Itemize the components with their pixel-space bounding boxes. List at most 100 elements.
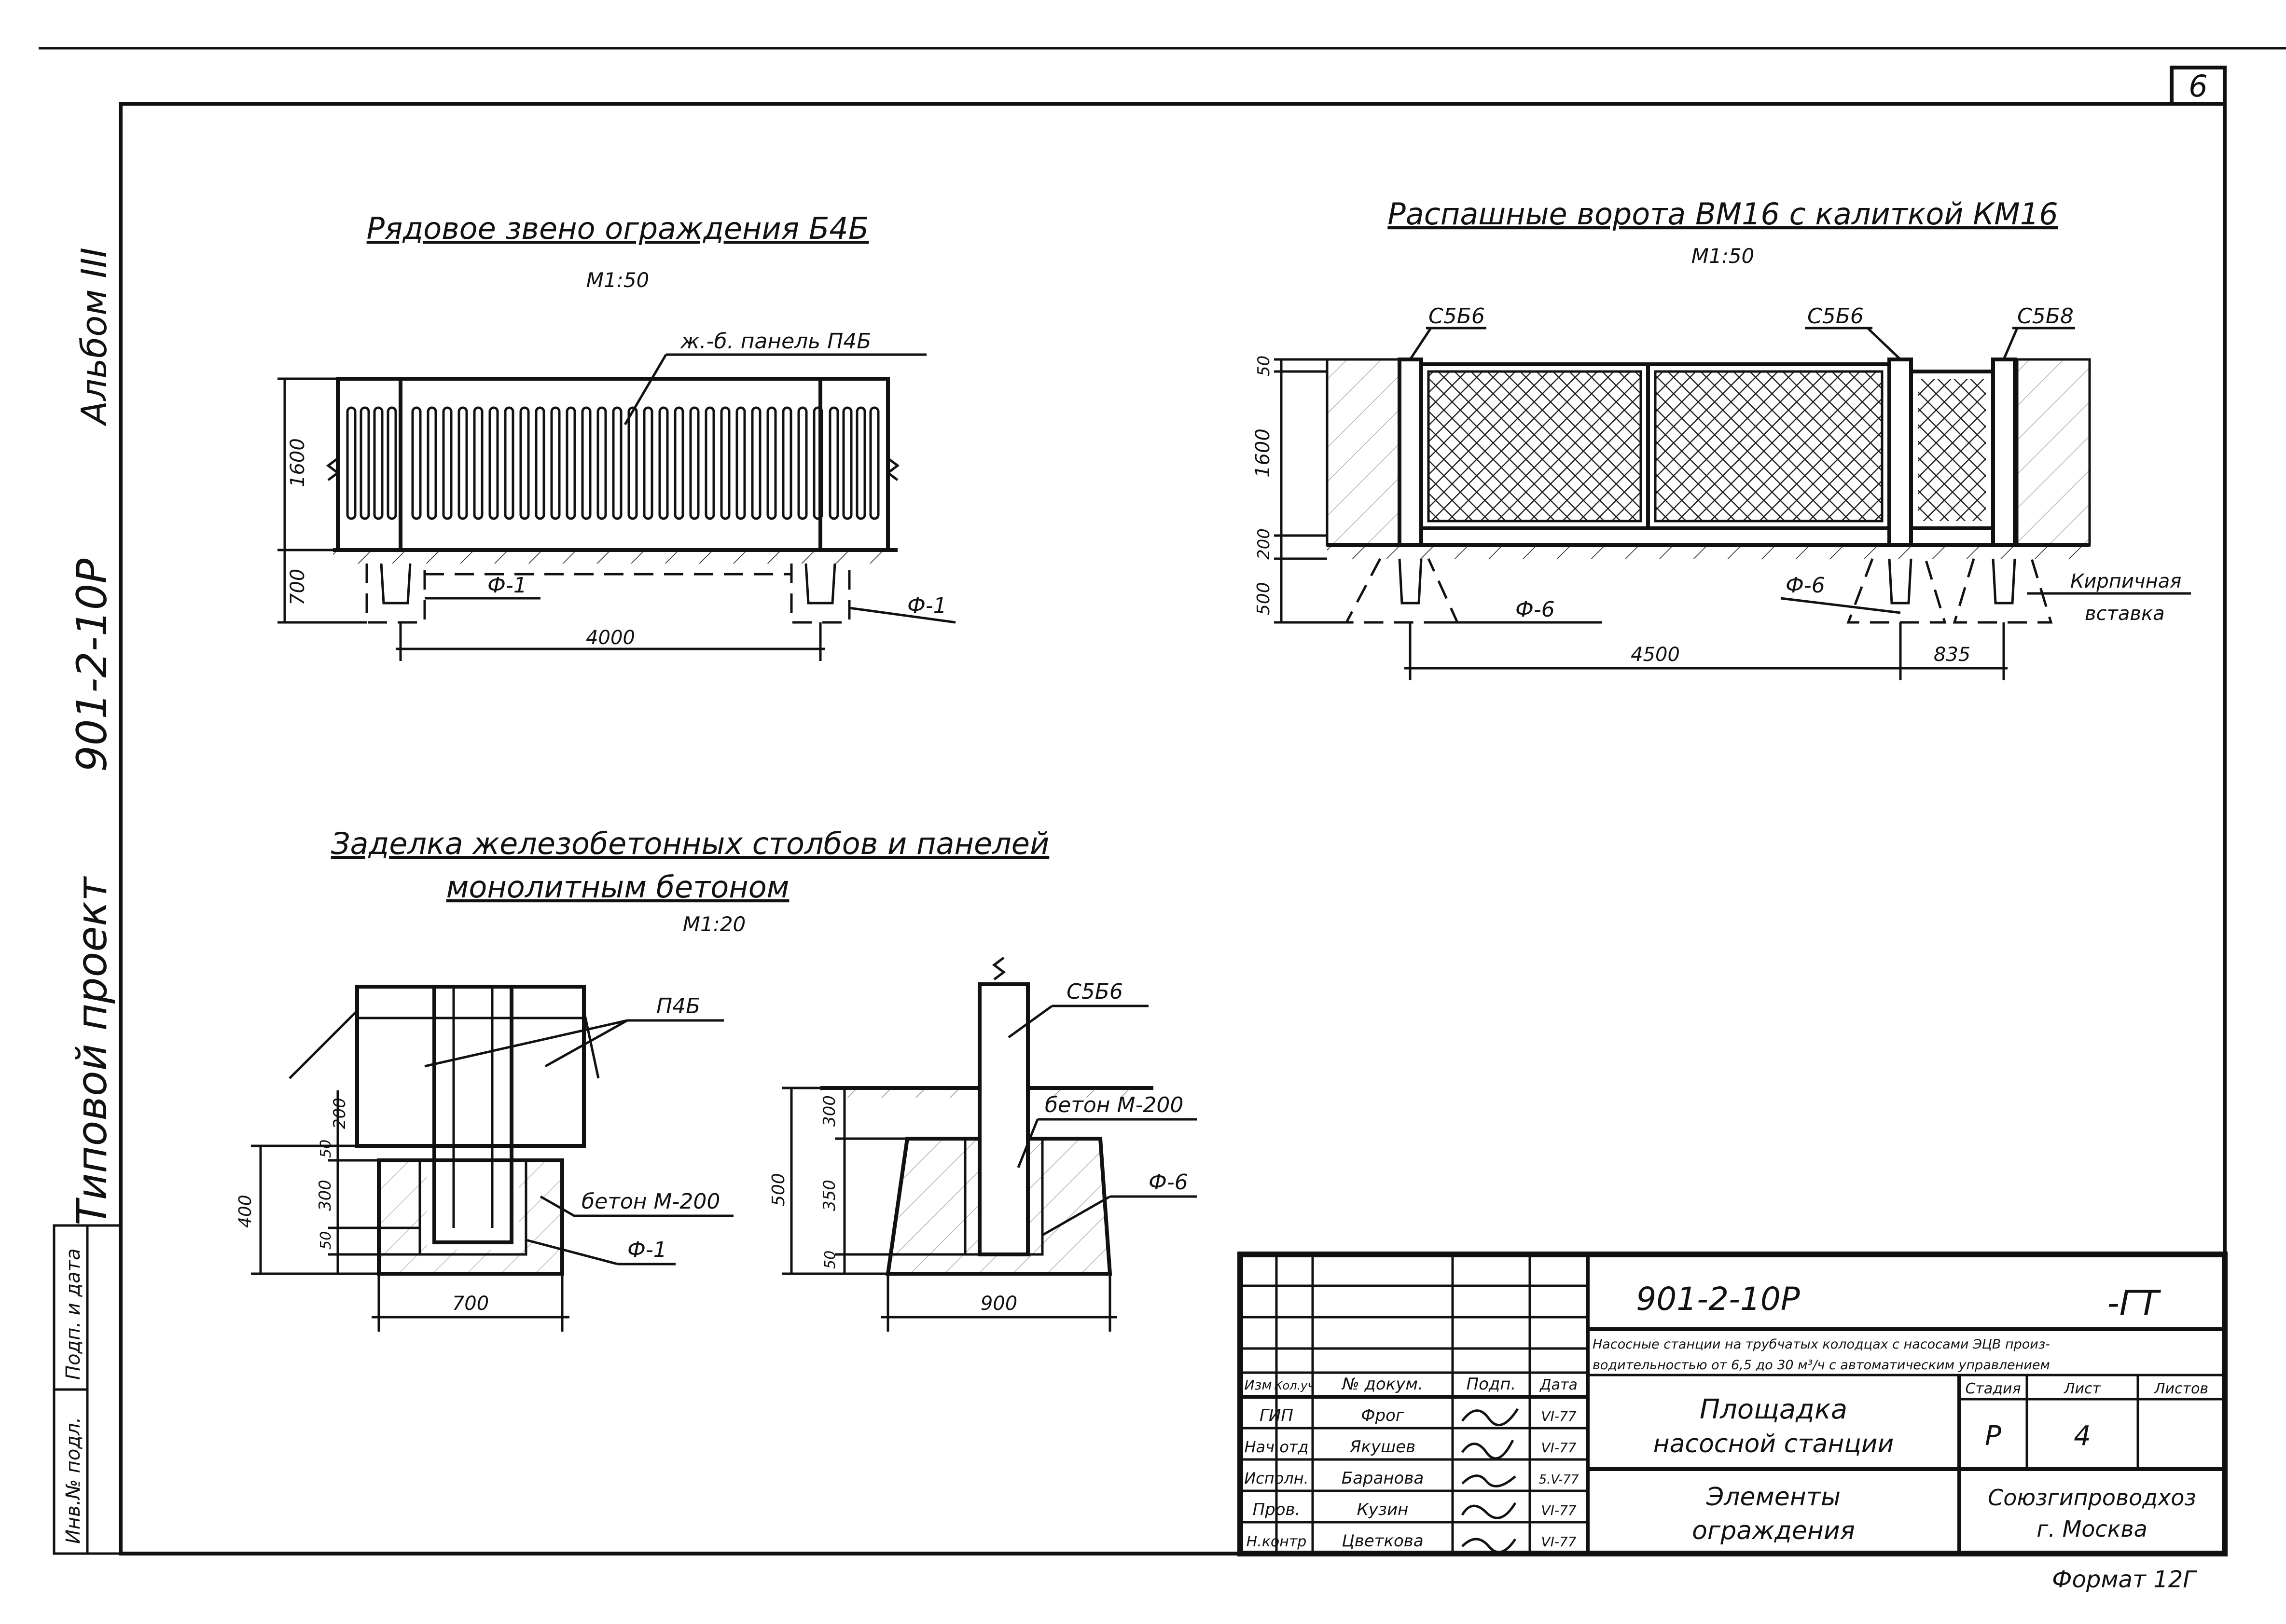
tb-code: 901-2-10Р [1636,1280,1800,1318]
panel-slot [689,406,700,520]
format-note: Формат 12Г [2052,1566,2197,1593]
tb-role-3: Исполн. [1244,1469,1309,1487]
gate-post-label-2: С5Б6 [1807,304,1864,329]
panel-slot [373,406,384,520]
emb-left-concrete: бетон М-200 [582,1189,720,1214]
gate-dim-wicket: 835 [1934,644,1970,666]
tb-sheet-title-2: ограждения [1692,1516,1855,1545]
embedding-title-2: монолитным бетоном [446,869,790,905]
tb-header-kol: Кол.уч [1274,1379,1314,1392]
gate-dim-top: 50 [1254,356,1274,376]
tb-stage: Р [1985,1420,2001,1452]
margin-box-sign-date: Подп. и дата [62,1249,84,1380]
tb-date-5: VI-77 [1541,1534,1576,1550]
emb-left-dim-total: 400 [236,1195,255,1228]
emb-right-dim-a: 300 [820,1095,839,1127]
emb-left-dim-d: 50 [318,1231,334,1250]
tb-header-doc: № докум. [1341,1375,1423,1394]
embedding-left-detail: 200 50 300 50 400 700 П4Б бетон М-200 Ф-… [236,985,734,1332]
emb-right-concrete: бетон М-200 [1045,1093,1183,1117]
emb-right-dim-width: 900 [981,1293,1017,1315]
gate-post-label-1: С5Б6 [1428,304,1485,329]
panel-slot [612,406,623,520]
panel-slot [797,406,808,520]
gate-scale: М1:50 [1691,244,1755,268]
tb-role-2: Нач.отд [1244,1438,1308,1456]
tb-name-5: Цветкова [1342,1531,1423,1551]
tb-signature-3 [1461,1474,1516,1487]
tb-role-5: Н.контр [1247,1533,1307,1550]
gate-callout-foot-a: Ф-6 [1515,597,1555,622]
panel-slot [869,406,880,520]
typical-project-label: Типовой проект [68,876,116,1225]
panel-slot [674,406,684,520]
margin-strip: Альбом III 901-2-10Р Типовой проект Подп… [53,248,122,1555]
emb-right-dim-c: 50 [822,1251,839,1269]
panel-slot [504,406,514,520]
embedding-scale: М1:20 [683,912,746,936]
panel-slot [473,406,484,520]
tb-header-izm: Изм [1245,1377,1272,1393]
emb-left-panel: П4Б [656,994,700,1018]
gate-callout-brick-1: Кирпичная [2070,570,2181,592]
emb-left-dim-b: 50 [318,1140,334,1158]
fence-callout-foot-right: Ф-1 [907,593,947,618]
tb-sheets-label: Листов [2154,1380,2208,1397]
panel-slot [566,406,576,520]
tb-date-2: VI-77 [1541,1440,1576,1456]
tb-date-1: VI-77 [1541,1408,1576,1424]
project-code-vertical: 901-2-10Р [68,559,116,772]
emb-left-foot: Ф-1 [627,1238,667,1262]
tb-stage-label: Стадия [1965,1380,2021,1397]
tb-signature-4 [1461,1502,1517,1519]
tb-signatures [1461,1408,1519,1554]
panel-slot [842,406,853,520]
sheet-number: 6 [2189,69,2207,104]
tb-header-sign: Подп. [1467,1375,1516,1394]
panel-slot [550,406,561,520]
tb-signature-1 [1461,1408,1519,1427]
gate-dim-depth: 500 [1254,582,1274,615]
panel-slot [411,406,422,520]
tb-description-1: Насосные станции на трубчатых колодцах с… [1593,1337,2050,1352]
emb-right-foot: Ф-6 [1149,1170,1188,1195]
fence-callout-foot-left: Ф-1 [487,573,527,598]
panel-slot [751,406,762,520]
panel-slot [705,406,715,520]
tb-name-3: Баранова [1342,1469,1424,1488]
gate-dim-length: 4500 [1631,644,1680,666]
panel-slot [535,406,545,520]
gate-callout-foot-b: Ф-6 [1786,573,1825,598]
tb-name-1: Фрог [1361,1406,1405,1425]
gate-dim-grade: 200 [1254,528,1274,560]
gate-dim-height: 1600 [1252,428,1274,478]
margin-box-inventory: Инв.№ подл. [62,1417,84,1544]
panel-slot [519,406,530,520]
panel-slot [596,406,607,520]
gate-callout-brick-2: вставка [2085,603,2165,625]
tb-role-1: ГИП [1260,1406,1293,1425]
panel-slot [829,406,839,520]
tb-sheet-label: Лист [2064,1380,2102,1397]
tb-org-1: Союзгипроводхоз [1988,1485,2196,1511]
fence-link-title: Рядовое звено ограждения Б4Б [367,211,869,246]
panel-slot [813,406,823,520]
tb-role-4: Пров. [1253,1500,1301,1519]
panel-slot [442,406,453,520]
fence-dim-length: 4000 [586,627,635,649]
fence-dim-height: 1600 [287,438,309,487]
panel-slot [387,406,397,520]
tb-org-2: г. Москва [2037,1516,2147,1542]
tb-date-3: 5.V-77 [1539,1473,1579,1487]
emb-right-dim-total: 500 [769,1173,789,1206]
fence-callout-panel: ж.-б. панель П4Б [680,329,871,354]
emb-left-dim-a: 200 [330,1098,349,1129]
tb-signature-2 [1461,1439,1514,1460]
panel-slot [457,406,468,520]
emb-right-post: С5Б6 [1067,979,1123,1004]
tb-object-1: Площадка [1700,1394,1847,1425]
album-label: Альбом III [74,248,114,427]
panel-slot [766,406,777,520]
panel-slot [720,406,731,520]
